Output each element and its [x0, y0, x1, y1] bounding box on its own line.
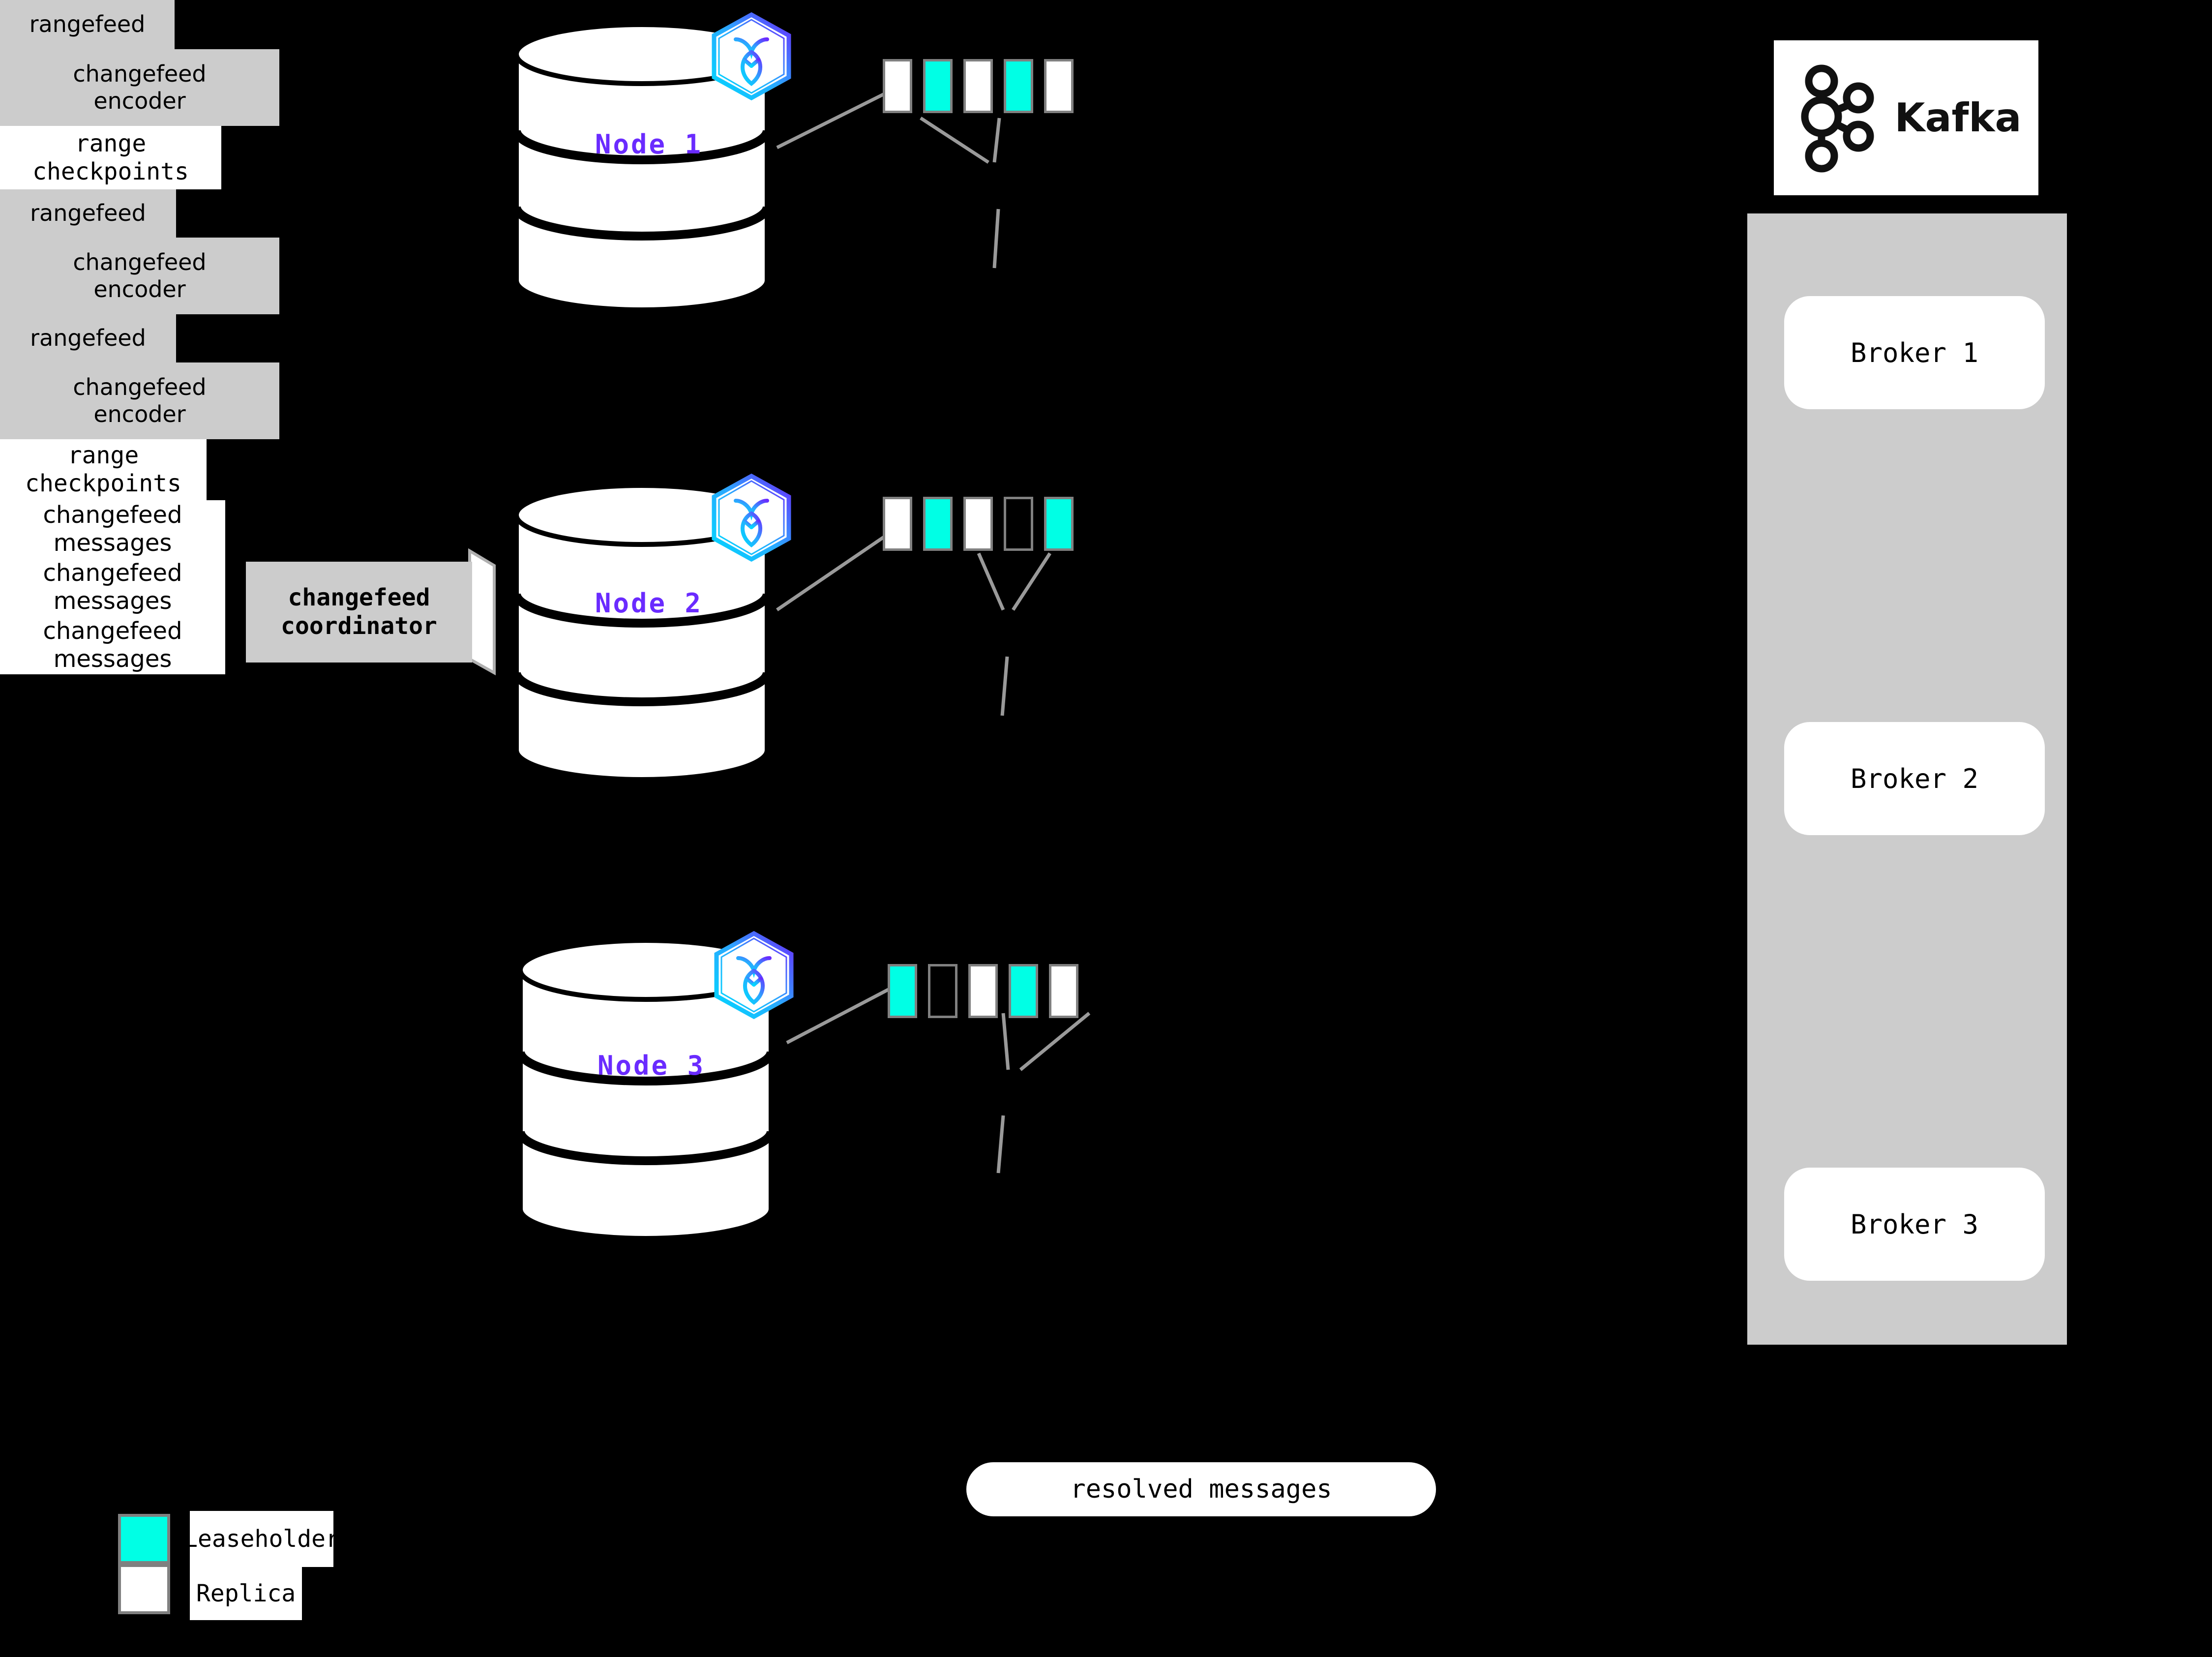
cockroachdb-hex-logo: [710, 930, 798, 1023]
node-3-range-row: [888, 964, 1078, 1018]
range-box[interactable]: [963, 497, 993, 551]
node-2-label: Node 2: [595, 588, 703, 619]
node-2-cylinder: [511, 484, 772, 789]
range-box[interactable]: [888, 964, 917, 1018]
range-box[interactable]: [883, 59, 912, 113]
node-3-cylinder: [515, 939, 776, 1249]
legend-label-replica: Replica: [190, 1567, 302, 1620]
range-box[interactable]: [923, 497, 953, 551]
node-3-range-checkpoints-label: range checkpoints: [0, 439, 207, 500]
node-1-range-checkpoints-label: range checkpoints: [0, 126, 221, 189]
changefeed-messages-label-1: changefeed messages: [0, 500, 225, 558]
node-3-rangefeed-box[interactable]: rangefeed: [0, 314, 176, 362]
range-box[interactable]: [1044, 59, 1074, 113]
node-2-rangefeed-box[interactable]: rangefeed: [0, 189, 176, 238]
range-box[interactable]: [1044, 497, 1074, 551]
node-3-changefeed-encoder-box[interactable]: changefeed encoder: [0, 362, 279, 439]
cockroachdb-hex-logo: [707, 472, 796, 565]
changefeed-coordinator-label: changefeed coordinator: [246, 562, 472, 663]
range-box[interactable]: [923, 59, 953, 113]
range-box[interactable]: [968, 964, 998, 1018]
legend-swatch-replica: [118, 1564, 170, 1614]
kafka-logo: [1801, 64, 1874, 172]
resolved-messages-pill[interactable]: resolved messages: [966, 1462, 1436, 1516]
node-1-label: Node 1: [595, 129, 703, 160]
broker-2[interactable]: Broker 2: [1784, 722, 2045, 835]
node-2-range-row: [883, 497, 1074, 551]
kafka-logo-card: Kafka: [1774, 40, 2038, 195]
legend-swatch-leaseholder: [118, 1514, 170, 1564]
range-box[interactable]: [963, 59, 993, 113]
broker-1[interactable]: Broker 1: [1784, 296, 2045, 409]
range-box[interactable]: [1009, 964, 1038, 1018]
range-box[interactable]: [1004, 59, 1033, 113]
range-box[interactable]: [883, 497, 912, 551]
legend-label-leaseholder: Leaseholder: [183, 1511, 340, 1567]
kafka-broker-panel: Broker 1 Broker 2 Broker 3: [1747, 213, 2067, 1345]
range-box[interactable]: [1004, 497, 1033, 551]
changefeed-messages-label-2: changefeed messages: [0, 558, 225, 616]
node-3-label: Node 3: [598, 1050, 706, 1081]
node-1-range-row: [883, 59, 1074, 113]
node-1-rangefeed-box[interactable]: rangefeed: [0, 0, 175, 49]
cockroachdb-hex-logo: [707, 11, 796, 104]
node-2-changefeed-encoder-box[interactable]: changefeed encoder: [0, 238, 279, 314]
kafka-wordmark: Kafka: [1894, 95, 2022, 141]
broker-3[interactable]: Broker 3: [1784, 1168, 2045, 1281]
node-1-cylinder: [511, 25, 772, 320]
range-box[interactable]: [928, 964, 957, 1018]
range-box[interactable]: [1049, 964, 1078, 1018]
changefeed-coordinator-callout[interactable]: changefeed coordinator: [246, 546, 521, 679]
changefeed-messages-label-3: changefeed messages: [0, 616, 225, 674]
node-1-changefeed-encoder-box[interactable]: changefeed encoder: [0, 49, 279, 126]
